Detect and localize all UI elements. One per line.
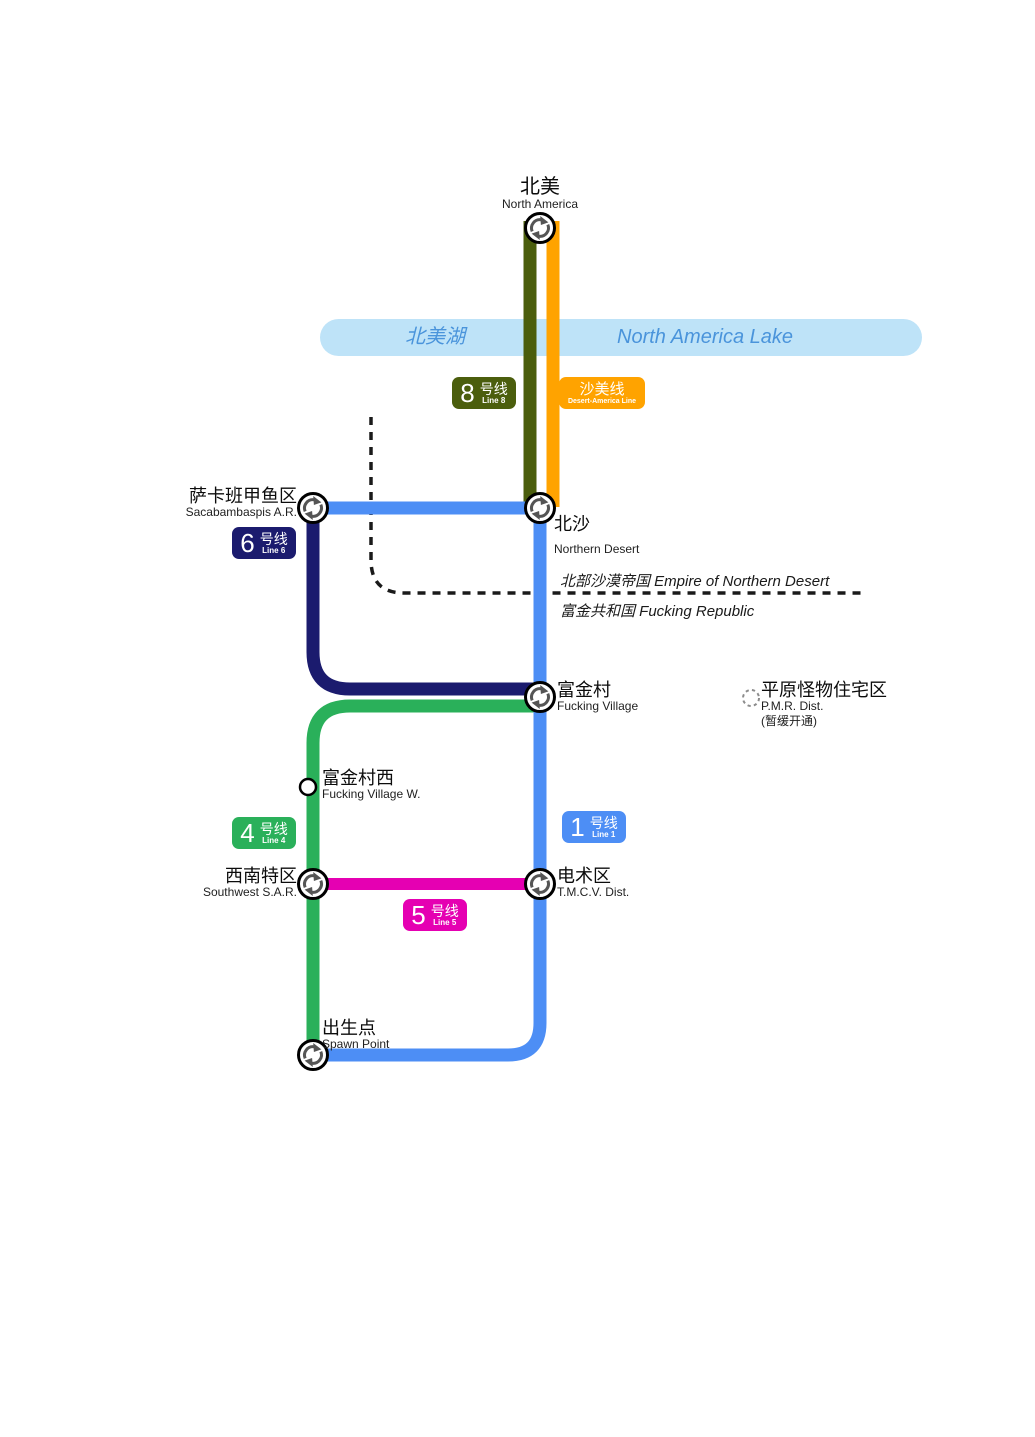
national-border-dashed-line [369,417,862,595]
line1-badge: 1 号线 Line 1 [562,811,626,843]
region-label-north: 北部沙漠帝国 Empire of Northern Desert [560,573,830,590]
station-circle-icon [298,777,318,797]
transfer-arrows-icon [524,868,556,900]
line-name-zh: 沙美线 [579,380,625,398]
station-label-northern-desert: 北沙 Northern Desert [554,514,639,556]
line-number: 6 [240,528,255,558]
line-name-en: Desert-America Line [567,397,637,405]
station-marker-northern-desert [524,492,556,524]
station-name-zh: 富金村 [557,680,611,700]
line8-badge: 8 号线 Line 8 [452,377,516,409]
station-name-zh: 北沙 [554,514,590,534]
line-name-en: Line 8 [482,395,506,405]
lake-name-zh: 北美湖 [405,326,465,348]
station-name-en: P.M.R. Dist. [761,699,824,713]
line4-badge: 4 号线 Line 4 [232,817,296,849]
region-label-south: 富金共和国 Fucking Republic [560,603,755,620]
station-marker-tmcv-dist [524,868,556,900]
station-name-zh: 富金村西 [322,768,394,788]
line-number: 4 [240,818,255,848]
station-name-en: North America [501,197,579,211]
line6-badge: 6 号线 Line 6 [232,527,296,559]
station-label-north-america: 北美 North America [460,176,620,211]
line4-track [306,699,534,1050]
line5-badge: 5 号线 Line 5 [403,899,467,931]
line-name-en: Line 1 [592,829,616,839]
station-marker-southwest-sar [297,868,329,900]
station-name-en: T.M.C.V. Dist. [557,885,630,899]
line-number: 5 [411,900,426,930]
desert-america-line-badge: 沙美线 Desert-America Line [559,377,645,409]
line-suffix-zh: 号线 [589,814,618,831]
station-name-en: Fucking Village [557,699,639,713]
line-number: 8 [460,378,475,408]
transfer-arrows-icon [524,212,556,244]
dashed-circle-icon [742,689,760,707]
station-marker-fucking-village [524,681,556,713]
line6-track [306,508,534,696]
station-note: (暂缓开通) [761,714,817,728]
lake-banner: 北美湖 North America Lake [320,319,922,356]
station-name-zh: 平原怪物住宅区 [761,680,887,700]
station-name-zh: 北美 [520,176,560,198]
station-name-zh: 西南特区 [225,866,297,886]
station-label-southwest-sar: 西南特区 Southwest S.A.R. [203,866,297,899]
station-label-tmcv-dist: 电术区 T.M.C.V. Dist. [557,866,629,899]
line-name-en: Line 4 [262,835,286,845]
line-number: 1 [570,812,585,842]
station-marker-north-america [524,212,556,244]
station-label-fucking-village-w: 富金村西 Fucking Village W. [322,768,421,801]
transfer-arrows-icon [297,492,329,524]
station-name-en: Fucking Village W. [322,787,421,801]
line-suffix-zh: 号线 [259,820,288,837]
station-label-fucking-village: 富金村 Fucking Village [557,680,638,713]
station-name-zh: 出生点 [322,1018,376,1038]
line-name-en: Line 6 [262,545,286,555]
line-suffix-zh: 号线 [479,380,508,397]
station-name-zh: 萨卡班甲鱼区 [189,486,297,506]
transfer-arrows-icon [524,681,556,713]
station-name-en: Spawn Point [322,1037,390,1051]
station-name-zh: 电术区 [557,866,611,886]
line-name-en: Line 5 [433,917,457,927]
station-name-en: Northern Desert [554,542,640,556]
transfer-arrows-icon [524,492,556,524]
line-suffix-zh: 号线 [430,902,459,919]
lake-name-en: North America Lake [617,326,793,348]
line-suffix-zh: 号线 [259,530,288,547]
transfer-arrows-icon [297,868,329,900]
station-label-pmr-dist: 平原怪物住宅区 P.M.R. Dist. (暂缓开通) [761,680,887,728]
station-name-en: Sacabambaspis A.R. [185,505,297,519]
station-label-sacabambaspis: 萨卡班甲鱼区 Sacabambaspis A.R. [186,486,297,519]
station-label-spawn-point: 出生点 Spawn Point [322,1018,389,1051]
station-name-en: Southwest S.A.R. [202,885,297,899]
station-marker-sacabambaspis [297,492,329,524]
